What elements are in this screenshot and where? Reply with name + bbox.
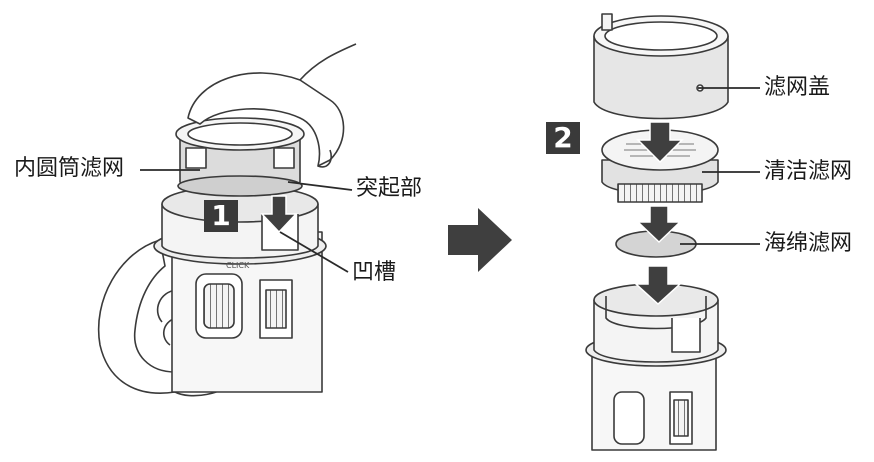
svg-text:CLICK: CLICK xyxy=(226,261,250,270)
label-sponge-filter: 海绵滤网 xyxy=(764,233,852,255)
transition-arrow-icon xyxy=(448,208,512,272)
step-one-badge: 1 xyxy=(204,200,238,232)
label-protrusion: 突起部 xyxy=(356,178,422,200)
label-groove: 凹槽 xyxy=(352,262,396,284)
label-filter-cover: 滤网盖 xyxy=(764,77,830,99)
label-inner-filter: 内圆筒滤网 xyxy=(14,158,124,180)
lower-hand xyxy=(99,240,175,393)
label-clean-filter: 清洁滤网 xyxy=(764,161,852,183)
clean-filter-pleats xyxy=(618,184,702,202)
step-two-badge: 2 xyxy=(546,122,580,154)
right-body-window xyxy=(614,392,644,444)
inner-filter-rim xyxy=(178,176,302,196)
